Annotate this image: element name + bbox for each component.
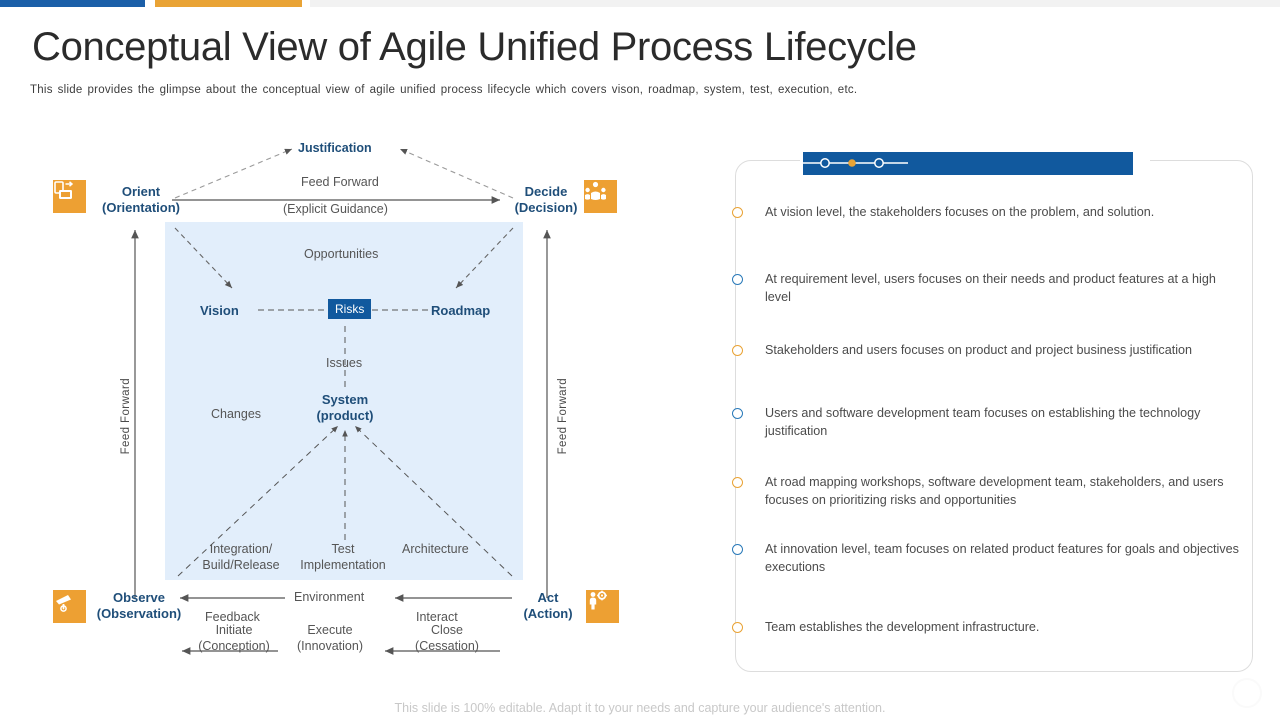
edge-architecture: Architecture bbox=[402, 542, 469, 556]
list-item-bullet bbox=[732, 274, 743, 285]
insights-panel: At vision level, the stakeholders focuse… bbox=[725, 148, 1260, 678]
blue-accent-bar bbox=[0, 0, 145, 7]
edge-execute: Execute (Innovation) bbox=[287, 623, 373, 654]
node-orient: Orient (Orientation) bbox=[98, 184, 184, 217]
panel-header-bar bbox=[803, 152, 1133, 175]
edge-feed-forward-left: Feed Forward bbox=[120, 378, 132, 455]
node-observe-line2: (Observation) bbox=[96, 606, 182, 622]
node-act-line1: Act bbox=[537, 590, 559, 605]
edge-close-line2: (Cessation) bbox=[415, 638, 479, 653]
edge-execute-line2: (Innovation) bbox=[296, 638, 363, 653]
edge-changes: Changes bbox=[211, 407, 262, 421]
node-decide-line1: Decide bbox=[524, 184, 568, 199]
diagram-connectors bbox=[131, 148, 551, 655]
node-act-line2: (Action) bbox=[523, 606, 573, 622]
timeline-milestones-icon bbox=[803, 158, 908, 168]
list-item: At requirement level, users focuses on t… bbox=[765, 272, 1216, 305]
edge-initiate-line1: Initiate bbox=[215, 623, 253, 637]
edge-integration: Integration/ Build/Release bbox=[195, 542, 287, 573]
list-item: Team establishes the development infrast… bbox=[765, 620, 1040, 634]
people-decision-icon bbox=[584, 180, 617, 213]
node-vision: Vision bbox=[200, 303, 239, 318]
device-sync-icon bbox=[53, 180, 86, 213]
edge-initiate: Initiate (Conception) bbox=[190, 623, 278, 654]
node-act: Act (Action) bbox=[512, 590, 584, 623]
node-system-line2: (product) bbox=[316, 408, 374, 424]
node-orient-line1: Orient bbox=[121, 184, 161, 199]
page-title: Conceptual View of Agile Unified Process… bbox=[32, 25, 917, 69]
list-item: At road mapping workshops, software deve… bbox=[765, 475, 1224, 508]
edge-environment: Environment bbox=[294, 590, 365, 604]
list-item-bullet bbox=[732, 345, 743, 356]
node-risks: Risks bbox=[328, 299, 372, 319]
page-subtitle: This slide provides the glimpse about th… bbox=[30, 84, 858, 96]
telescope-icon bbox=[53, 590, 86, 623]
edge-feed-forward-top: Feed Forward bbox=[301, 175, 379, 189]
node-observe: Observe (Observation) bbox=[78, 590, 200, 623]
node-orient-line2: (Orientation) bbox=[102, 200, 180, 216]
edge-initiate-line2: (Conception) bbox=[198, 638, 270, 653]
edge-opportunities: Opportunities bbox=[304, 247, 379, 261]
watermark-circle-icon bbox=[1232, 678, 1262, 708]
edge-test: Test Implementation bbox=[288, 542, 398, 573]
list-item-bullet bbox=[732, 544, 743, 555]
edge-test-line2: Implementation bbox=[300, 557, 386, 572]
agile-lifecycle-diagram: Justification Orient (Orientation) bbox=[0, 120, 680, 690]
edge-explicit-guidance: (Explicit Guidance) bbox=[283, 202, 388, 216]
list-item: At innovation level, team focuses on rel… bbox=[765, 542, 1239, 575]
node-decide: Decide (Decision) bbox=[508, 184, 584, 217]
list-item: Stakeholders and users focuses on produc… bbox=[765, 343, 1193, 357]
list-item: Users and software development team focu… bbox=[765, 406, 1201, 439]
edge-close-line1: Close bbox=[431, 623, 463, 637]
edge-integration-line1: Integration/ bbox=[209, 542, 273, 556]
orange-accent-bar bbox=[155, 0, 302, 7]
node-observe-line1: Observe bbox=[112, 590, 166, 605]
edge-test-line1: Test bbox=[331, 542, 355, 556]
node-system: System (product) bbox=[305, 392, 385, 425]
list-item: At vision level, the stakeholders focuse… bbox=[765, 205, 1155, 219]
list-item-bullet bbox=[732, 207, 743, 218]
list-item-bullet bbox=[732, 622, 743, 633]
edge-close: Close (Cessation) bbox=[404, 623, 490, 654]
list-item-bullet bbox=[732, 408, 743, 419]
edge-feed-forward-right: Feed Forward bbox=[557, 378, 569, 455]
grey-accent-bar bbox=[310, 0, 1280, 7]
person-gear-icon bbox=[586, 590, 619, 623]
node-justification: Justification bbox=[298, 141, 372, 155]
edge-integration-line2: Build/Release bbox=[202, 557, 280, 572]
edge-feedback: Feedback bbox=[205, 610, 260, 624]
footer-note: This slide is 100% editable. Adapt it to… bbox=[394, 701, 886, 715]
node-decide-line2: (Decision) bbox=[514, 200, 578, 216]
node-roadmap: Roadmap bbox=[431, 303, 491, 318]
edge-issues: Issues bbox=[326, 356, 363, 370]
node-system-line1: System bbox=[321, 392, 369, 407]
edge-execute-line1: Execute bbox=[307, 623, 353, 637]
edge-interact: Interact bbox=[416, 610, 458, 624]
list-item-bullet bbox=[732, 477, 743, 488]
